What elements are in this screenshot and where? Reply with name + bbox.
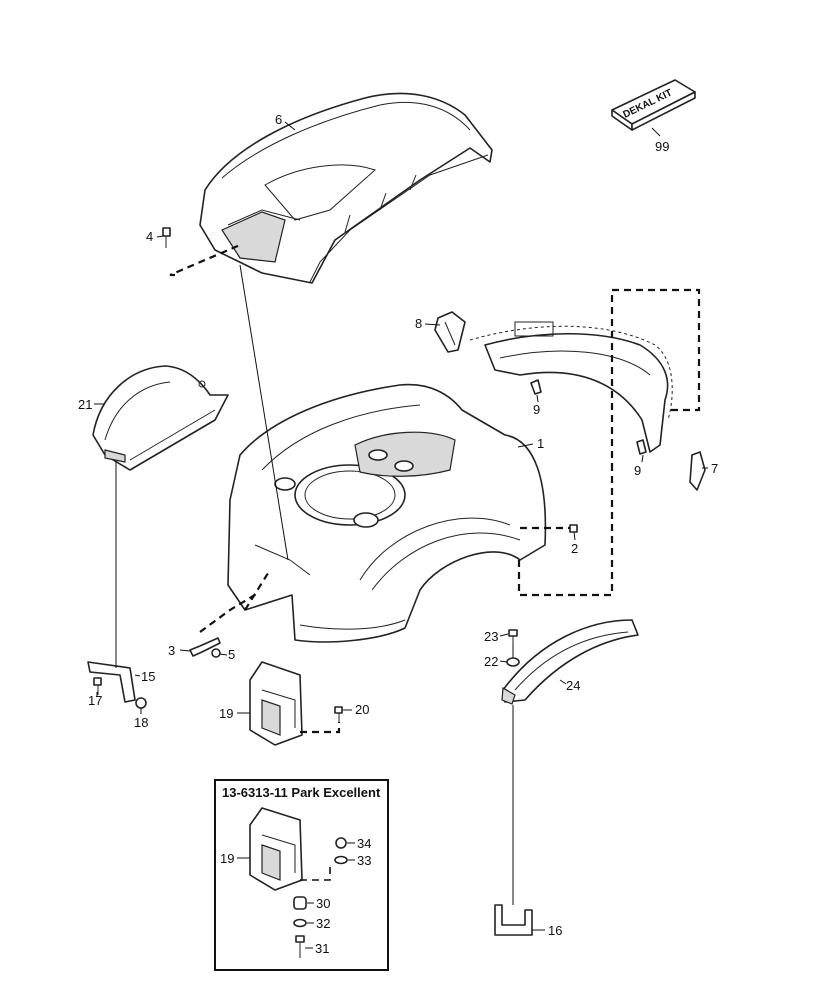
callouts: 6 99 4 8 9 21 1 9 7 2 3 5 15 17 18 19 20… (78, 112, 718, 938)
hood-cover (199, 92, 493, 284)
fender-extension (469, 321, 673, 453)
callout-34: 34 (357, 836, 371, 851)
screw-4 (162, 227, 171, 248)
callout-6: 6 (275, 112, 282, 127)
callout-32: 32 (316, 916, 330, 931)
callout-8: 8 (415, 316, 422, 331)
callout-9-lower: 9 (634, 463, 641, 478)
callout-15: 15 (141, 669, 155, 684)
inset-bolt-31 (295, 935, 305, 958)
screw-9-upper (530, 379, 542, 395)
callout-16: 16 (548, 923, 562, 938)
inset-washer-32 (293, 918, 307, 928)
inset-title: 13-6313-11 Park Excellent (222, 785, 381, 800)
mount-bracket-19 (249, 661, 303, 746)
callout-19-main: 19 (219, 706, 233, 721)
screw-9-lower (636, 439, 647, 455)
clip-7 (689, 451, 706, 491)
bracket-15 (87, 661, 136, 703)
callout-99: 99 (655, 139, 669, 154)
callout-9-upper: 9 (533, 402, 540, 417)
callout-5: 5 (228, 647, 235, 662)
callout-31: 31 (315, 941, 329, 956)
bracket-16 (494, 904, 533, 936)
decal-kit-box: DEKAL KIT (611, 79, 696, 137)
callout-17: 17 (88, 693, 102, 708)
inset-washer-33 (334, 855, 348, 865)
callout-18: 18 (134, 715, 148, 730)
bracket-8 (434, 311, 466, 353)
inset-spacer-30 (293, 896, 307, 910)
callout-20: 20 (355, 702, 369, 717)
nut-18 (135, 697, 147, 709)
callout-3: 3 (168, 643, 175, 658)
callout-2: 2 (571, 541, 578, 556)
callout-19-inset: 19 (220, 851, 234, 866)
assembly-lines (115, 243, 701, 905)
callout-1: 1 (537, 436, 544, 451)
callout-30: 30 (316, 896, 330, 911)
bolt-20 (334, 706, 343, 722)
inset-nut-34 (335, 837, 347, 849)
screw-2 (569, 524, 578, 533)
bolt-17 (93, 677, 102, 695)
inset-park-excellent: 13-6313-11 Park Excellent 19 3 (214, 779, 389, 971)
callout-4: 4 (146, 229, 153, 244)
callout-22: 22 (484, 654, 498, 669)
callout-24: 24 (566, 678, 580, 693)
callout-21: 21 (78, 397, 92, 412)
side-panel-cover (92, 365, 229, 471)
bolt-23 (508, 629, 518, 645)
screw-3 (189, 637, 221, 657)
leader-lines (94, 121, 708, 931)
nut-5 (211, 648, 221, 658)
inset-mount-bracket-19 (249, 807, 303, 891)
fender-body (227, 383, 547, 643)
washer-22 (506, 657, 520, 667)
wheel-liner (501, 619, 639, 705)
callout-7: 7 (711, 461, 718, 476)
callout-23: 23 (484, 629, 498, 644)
callout-33: 33 (357, 853, 371, 868)
